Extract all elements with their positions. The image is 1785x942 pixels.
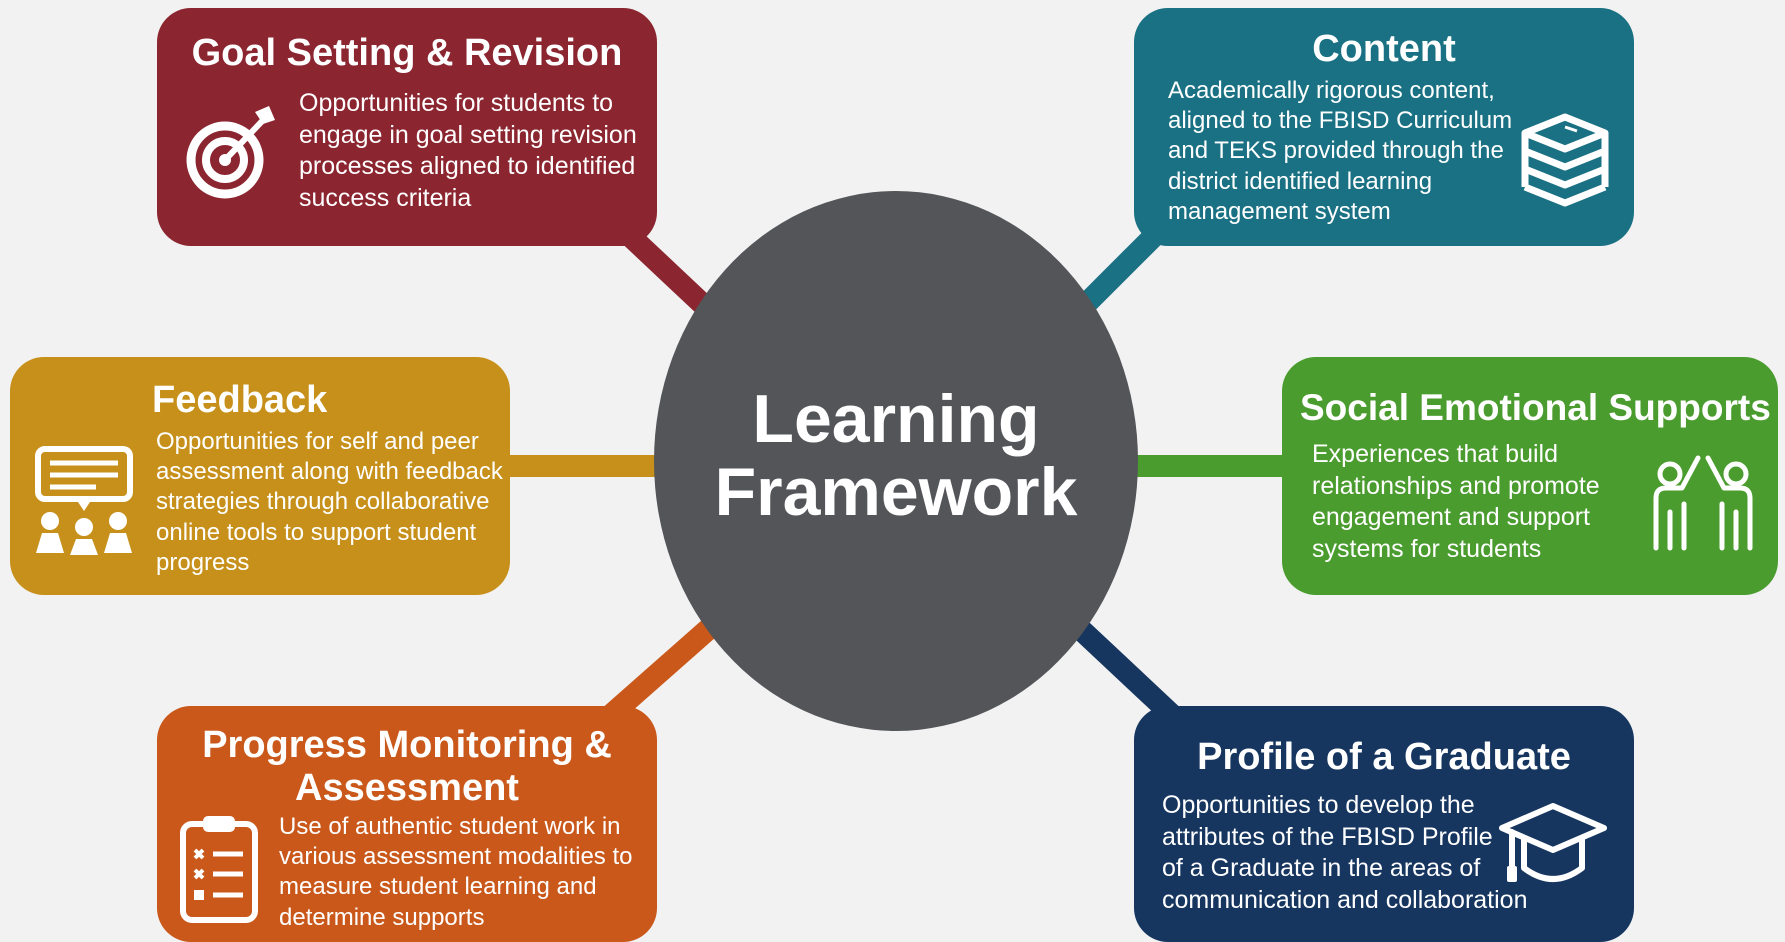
books-stack-icon xyxy=(1517,111,1613,207)
card-social-emotional: Social Emotional Supports Experiences th… xyxy=(1282,357,1778,595)
desc-line: Use of authentic student work in xyxy=(279,813,621,840)
desc-line: engage in goal setting revision xyxy=(299,120,637,149)
desc-line: assessment along with feedback xyxy=(156,458,503,486)
desc-line: Opportunities for students to xyxy=(299,89,614,117)
title-line: Progress Monitoring & xyxy=(202,724,612,766)
desc-line: strategies through collaborative xyxy=(156,488,490,516)
desc-line: district identified learning xyxy=(1168,167,1433,195)
desc-line: Academically rigorous content, xyxy=(1168,77,1495,104)
desc-line: Opportunities to develop the xyxy=(1162,791,1475,819)
desc-line: Opportunities for self and peer xyxy=(156,428,479,455)
desc-line: processes aligned to identified xyxy=(299,152,636,180)
hub-title-line: Learning xyxy=(752,381,1040,457)
desc-line: various assessment modalities to xyxy=(279,843,633,871)
desc-line: aligned to the FBISD Curriculum xyxy=(1168,107,1513,135)
card-content: Content Academically rigorous content, a… xyxy=(1134,8,1634,246)
desc-line: attributes of the FBISD Profile xyxy=(1162,822,1493,851)
card-title: Content xyxy=(1312,28,1456,70)
card-title: Goal Setting & Revision xyxy=(191,32,623,74)
desc-line: of a Graduate in the areas of xyxy=(1162,854,1481,882)
card-description: Experiences that build relationships and… xyxy=(1312,439,1600,565)
desc-line: systems for students xyxy=(1312,534,1542,563)
card-feedback: Feedback Opportunities for self and peer… xyxy=(10,357,510,595)
card-description: Use of authentic student work in various… xyxy=(279,812,632,933)
hub-title-line: Framework xyxy=(714,453,1078,530)
card-description: Opportunities for students to engage in … xyxy=(299,88,637,214)
group-discussion-icon xyxy=(32,445,136,555)
hub-title: Learning Framework xyxy=(654,383,1138,529)
desc-line: success criteria xyxy=(299,183,472,212)
desc-line: determine supports xyxy=(279,903,485,931)
card-description: Opportunities for self and peer assessme… xyxy=(156,427,503,578)
high-five-icon xyxy=(1648,452,1758,552)
card-goal-setting: Goal Setting & Revision Opportunities fo… xyxy=(157,8,657,246)
target-icon xyxy=(185,100,283,210)
card-progress-monitoring: Progress Monitoring & Assessment Use xyxy=(157,706,657,942)
card-profile-of-graduate: Profile of a Graduate Opportunities to d… xyxy=(1134,706,1634,942)
desc-line: online tools to support student xyxy=(156,518,477,546)
desc-line: and TEKS provided through the xyxy=(1168,137,1504,165)
desc-line: Experiences that build xyxy=(1312,440,1558,468)
card-title: Profile of a Graduate xyxy=(1197,736,1571,778)
graduation-cap-icon xyxy=(1498,798,1608,894)
desc-line: measure student learning and xyxy=(279,873,597,901)
desc-line: management system xyxy=(1168,197,1391,225)
card-title: Feedback xyxy=(152,379,328,421)
clipboard-checklist-icon xyxy=(179,812,259,924)
desc-line: progress xyxy=(156,548,250,576)
card-description: Academically rigorous content, aligned t… xyxy=(1168,76,1512,227)
card-description: Opportunities to develop the attributes … xyxy=(1162,790,1528,916)
desc-line: engagement and support xyxy=(1312,503,1590,531)
title-line: Assessment xyxy=(295,766,519,809)
card-title: Progress Monitoring & Assessment xyxy=(157,724,657,809)
desc-line: relationships and promote xyxy=(1312,471,1600,500)
desc-line: communication and collaboration xyxy=(1162,885,1528,914)
learning-framework-hub: Learning Framework xyxy=(654,191,1138,731)
card-title: Social Emotional Supports xyxy=(1300,387,1771,428)
